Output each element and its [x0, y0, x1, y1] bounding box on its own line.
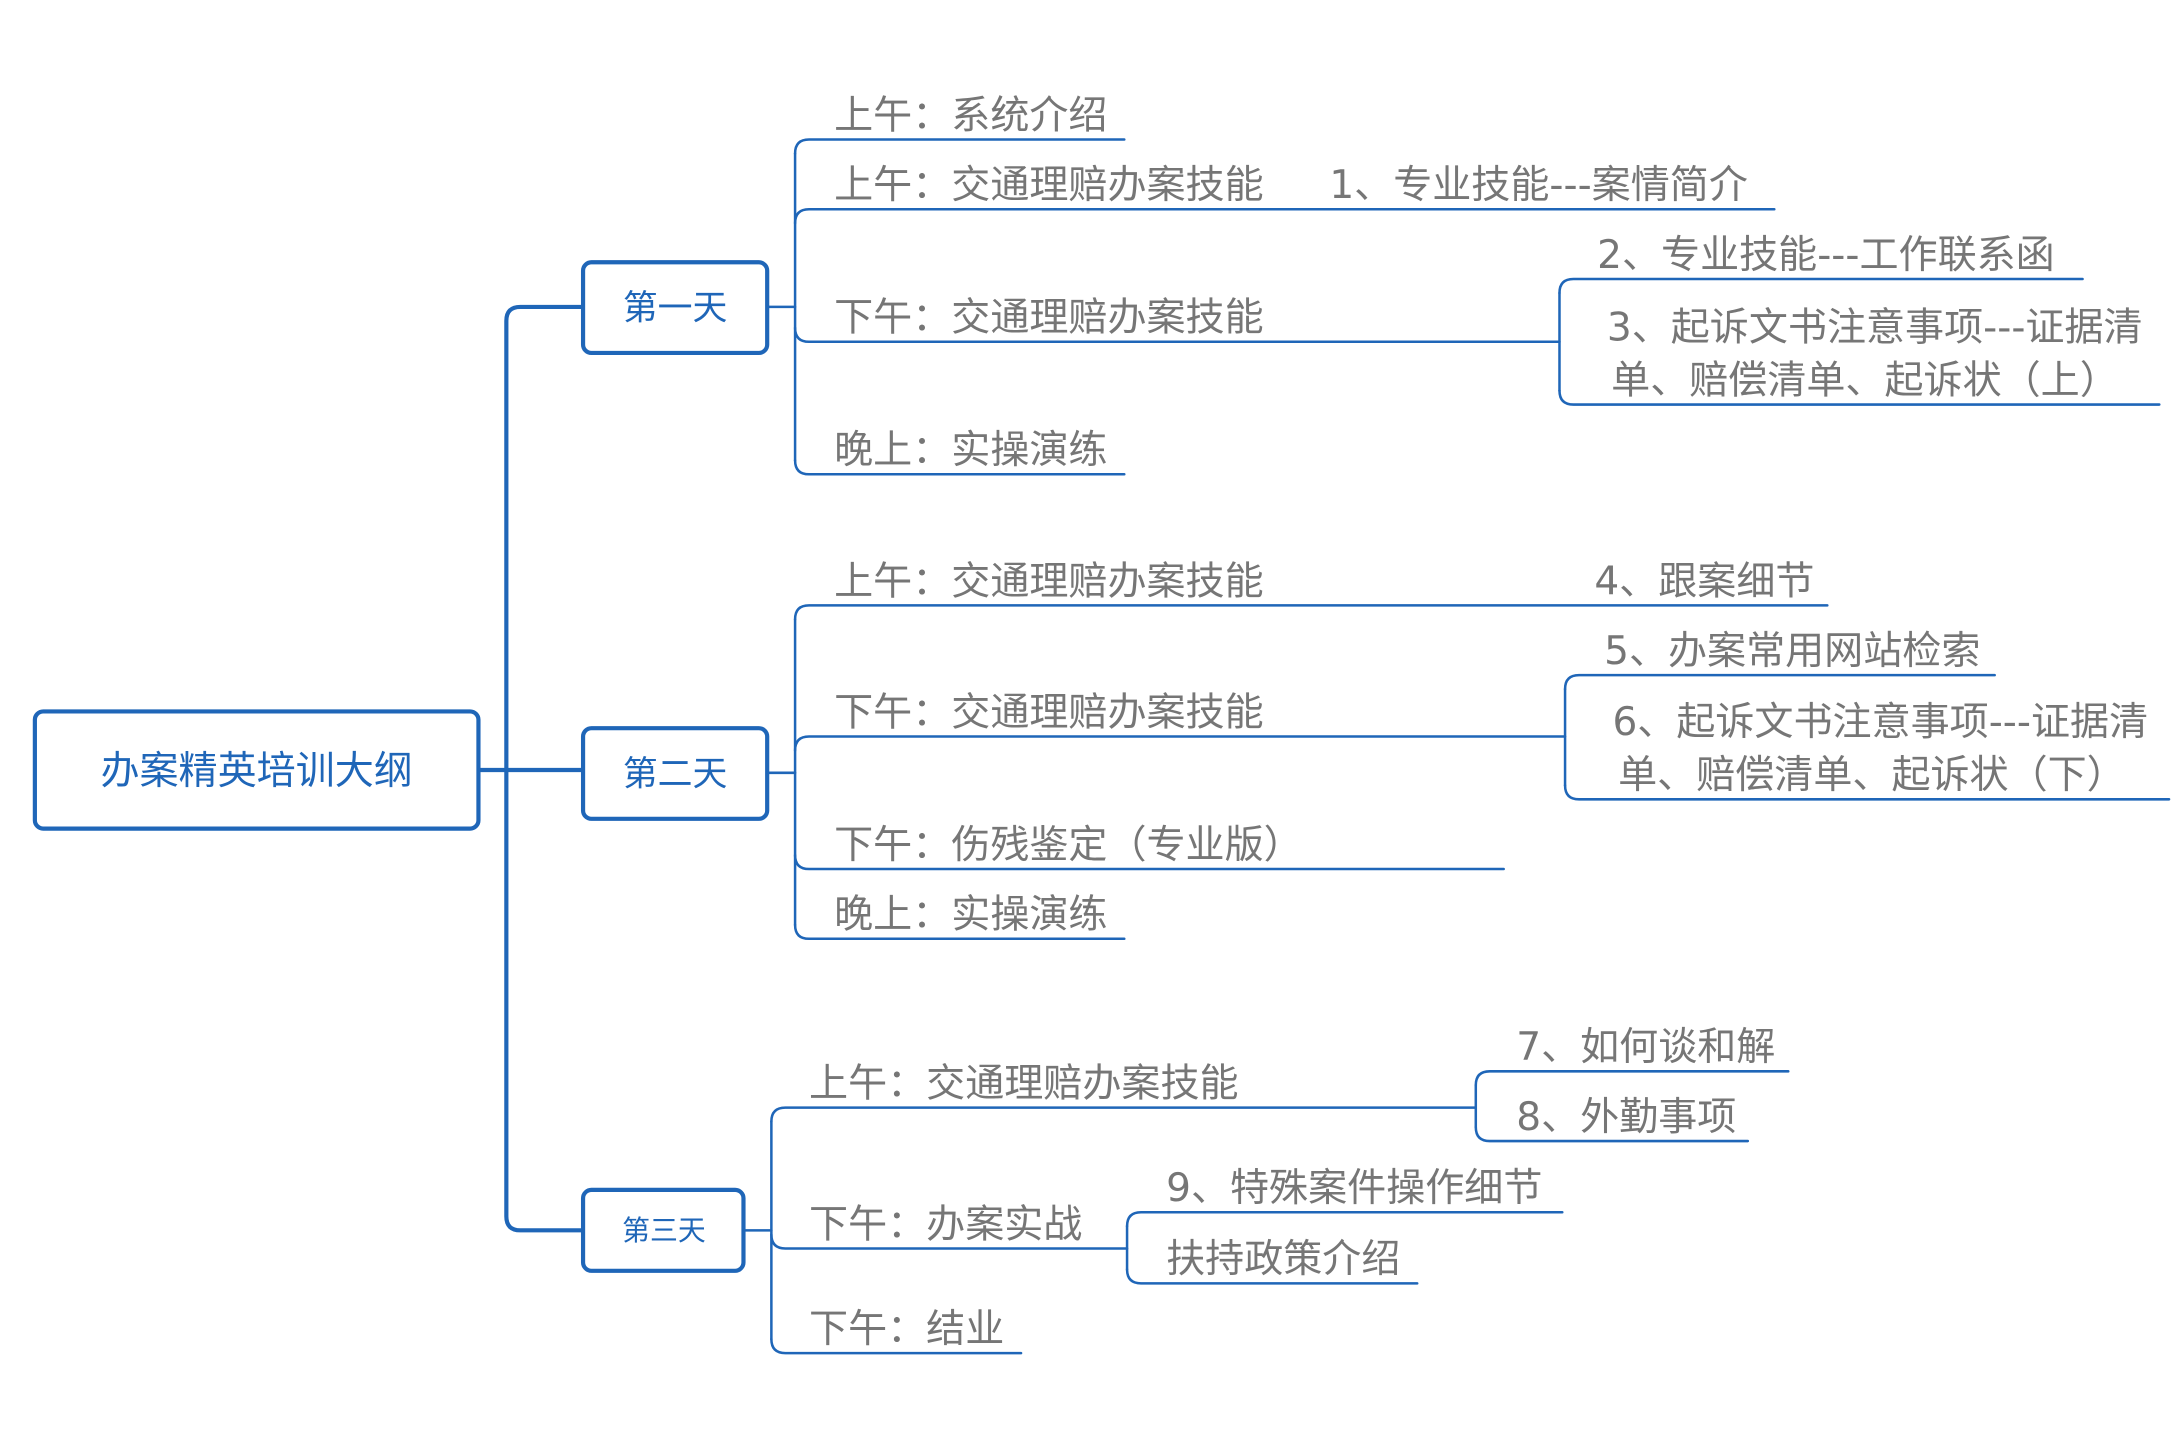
day2-item2-child1-underline [1563, 673, 1996, 691]
day1-item1-label: 上午：系统介绍 [834, 93, 1107, 138]
day1-item4-underline [793, 459, 1126, 476]
day2-item3-label: 下午：伤残鉴定（专业版） [834, 823, 1303, 868]
day1-item1-underline [793, 138, 1126, 155]
day1-item3-underline [793, 326, 1561, 344]
day3-item1-child1-label: 7、如何谈和解 [1516, 1025, 1775, 1070]
day2-item2-label: 下午：交通理赔办案技能 [834, 690, 1264, 735]
day3-branch: 第三天 上午：交通理赔办案技能 7、如何谈和解 8、外勤事项 下午：办案实战 9… [580, 1025, 1790, 1355]
day2-item2-child2-line1: 6、起诉文书注意事项---证据清 [1612, 700, 2148, 745]
day3-item2-underline [770, 1233, 1129, 1250]
day2-item3-underline [793, 853, 1505, 871]
day2-item2-child2-line2: 单、赔偿清单、起诉状（下） [1618, 753, 2126, 798]
day2-item4-underline [793, 923, 1126, 941]
day1-node-label: 第一天 [623, 288, 728, 328]
day3-item2-label: 下午：办案实战 [809, 1202, 1082, 1247]
day3-item3-underline [770, 1337, 1023, 1355]
day3-item1-label: 上午：交通理赔办案技能 [809, 1061, 1239, 1106]
day1-item3-label: 下午：交通理赔办案技能 [834, 296, 1264, 341]
day1-item3-child1-underline [1558, 277, 2084, 295]
day1-item4-label: 晚上：实操演练 [834, 428, 1107, 473]
root-node-label: 办案精英培训大纲 [100, 749, 412, 794]
day2-item2-underline [793, 735, 1567, 752]
day3-item2-child1-label: 9、特殊案件操作细节 [1166, 1166, 1542, 1211]
day1-branch: 第一天 上午：系统介绍 上午：交通理赔办案技能 1、专业技能---案情简介 下午… [580, 93, 2161, 476]
day1-item2-label: 上午：交通理赔办案技能 [834, 163, 1264, 208]
day3-item1-underline [770, 1106, 1478, 1123]
day2-item1-underline [793, 604, 1829, 621]
root-node: 办案精英培训大纲 [32, 709, 481, 831]
day3-item2-child1-underline [1125, 1210, 1564, 1228]
connector-root-trunk [504, 304, 586, 1233]
day2-item2-child2-underline [1563, 784, 2171, 801]
day2-branch: 第二天 上午：交通理赔办案技能 4、跟案细节 下午：交通理赔办案技能 5、办案常… [580, 559, 2171, 941]
day1-item3-child2-line2: 单、赔偿清单、起诉状（上） [1611, 358, 2119, 403]
day2-item1-label: 上午：交通理赔办案技能 [834, 559, 1264, 604]
day3-item1-child2-underline [1474, 1125, 1750, 1143]
day2-item1-child1-label: 4、跟案细节 [1594, 559, 1814, 604]
day3-item2-child2-label: 扶持政策介绍 [1166, 1237, 1400, 1282]
day1-item2-underline [793, 208, 1776, 225]
day3-item1-child1-underline [1474, 1070, 1790, 1087]
day1-item3-child2-underline [1558, 389, 2161, 406]
day2-item2-child1-label: 5、办案常用网站检索 [1604, 629, 1980, 674]
day3-node-label: 第三天 [622, 1214, 706, 1247]
day3-item2-child2-underline [1125, 1268, 1419, 1285]
day1-item3-child1-label: 2、专业技能---工作联系函 [1597, 233, 2055, 278]
day3-item3-label: 下午：结业 [809, 1307, 1004, 1352]
day3-item1-child2-label: 8、外勤事项 [1516, 1095, 1736, 1140]
day1-item3-child2-line1: 3、起诉文书注意事项---证据清 [1607, 305, 2143, 350]
root-node-box [32, 709, 481, 831]
day1-item2-child1-label: 1、专业技能---案情简介 [1329, 163, 1748, 208]
day2-node-label: 第二天 [623, 754, 728, 794]
day2-item4-label: 晚上：实操演练 [834, 893, 1107, 938]
